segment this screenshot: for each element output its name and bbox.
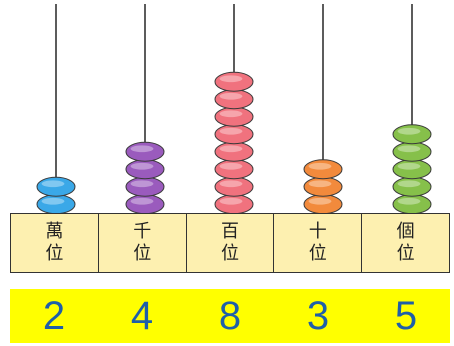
bead-highlight: [308, 180, 332, 188]
place-label-tens: 十 位: [274, 214, 363, 272]
bead-highlight: [219, 145, 243, 153]
place-label-char: 個: [396, 221, 415, 242]
place-label-char: 千: [133, 221, 152, 242]
place-label-ones: 個 位: [362, 214, 449, 272]
bead-highlight: [397, 145, 421, 153]
bead-highlight: [308, 197, 332, 205]
digit-ones: 5: [394, 293, 418, 338]
digit-strip: 2 4 8 3 5: [10, 289, 450, 343]
bead-highlight: [130, 180, 154, 188]
bead-highlight: [130, 162, 154, 170]
place-label-char: 位: [133, 243, 152, 264]
bead-highlight: [219, 197, 243, 205]
bead-highlight: [219, 75, 243, 83]
place-value-base: 萬 位 千 位 百 位 十 位 個 位: [10, 213, 450, 273]
bead-highlight: [41, 197, 65, 205]
bead-highlight: [219, 127, 243, 135]
place-label-ten-thousands: 萬 位: [11, 214, 99, 272]
digit-ten-thousands: 2: [42, 293, 66, 338]
place-label-thousands: 千 位: [99, 214, 187, 272]
bead-highlight: [397, 180, 421, 188]
place-label-char: 萬: [45, 221, 64, 242]
abacus-rods: [36, 4, 432, 215]
bead-highlight: [397, 162, 421, 170]
bead-highlight: [130, 145, 154, 153]
bead-highlight: [219, 110, 243, 118]
place-label-char: 十: [308, 221, 327, 242]
place-label-hundreds: 百 位: [187, 214, 275, 272]
place-label-char: 位: [220, 243, 239, 264]
place-label-char: 位: [308, 243, 327, 264]
bead-highlight: [219, 162, 243, 170]
bead-highlight: [41, 180, 65, 188]
digit-thousands: 4: [130, 293, 154, 338]
place-label-char: 百: [220, 221, 239, 242]
digit-hundreds: 8: [218, 293, 242, 338]
bead-highlight: [130, 197, 154, 205]
bead-highlight: [308, 162, 332, 170]
bead-highlight: [397, 127, 421, 135]
place-label-char: 位: [45, 243, 64, 264]
digit-tens: 3: [306, 293, 330, 338]
bead-highlight: [219, 92, 243, 100]
place-label-char: 位: [396, 243, 415, 264]
bead-highlight: [219, 180, 243, 188]
bead-highlight: [397, 197, 421, 205]
